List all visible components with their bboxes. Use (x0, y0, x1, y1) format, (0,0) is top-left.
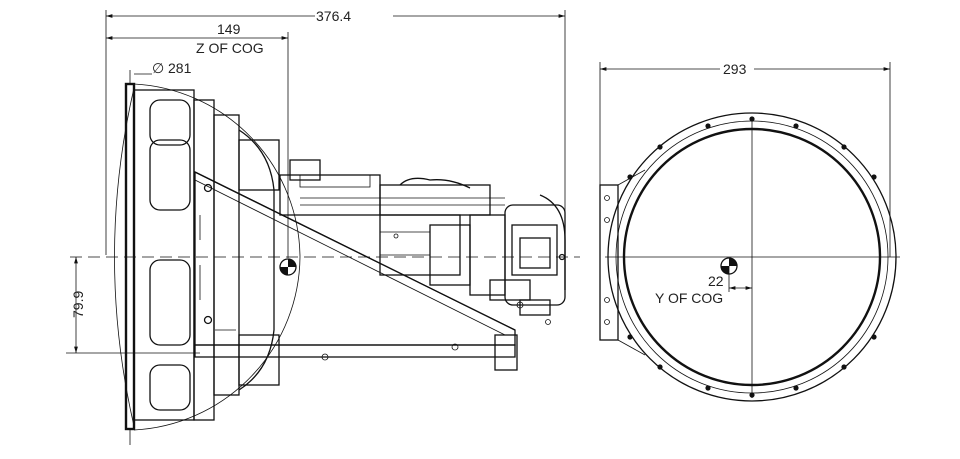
y-cog-label: Y OF COG (655, 290, 723, 306)
diameter-value: 281 (168, 60, 192, 76)
height-offset-label: 79.9 (70, 291, 86, 318)
y-cog-value: 22 (708, 273, 724, 289)
mounting-bracket (194, 170, 518, 371)
front-dome-arc (114, 87, 135, 427)
front-mount-plate (599, 184, 619, 341)
z-cog-label: Z OF COG (196, 40, 264, 56)
cog-marker-side (279, 258, 297, 276)
front-housing (133, 89, 280, 421)
bolt-holes (627, 116, 877, 398)
diameter-symbol: ∅ (152, 60, 164, 76)
front-flange (124, 82, 136, 431)
overall-length-label: 376.4 (316, 8, 351, 24)
front-view: 22 Y OF COG 293 (599, 60, 900, 402)
side-view: 376.4 149 Z OF COG ∅ 281 79.9 (66, 6, 580, 445)
overall-width-label: 293 (723, 61, 747, 77)
rear-electronics (279, 159, 566, 325)
z-cog-value: 149 (217, 21, 241, 37)
